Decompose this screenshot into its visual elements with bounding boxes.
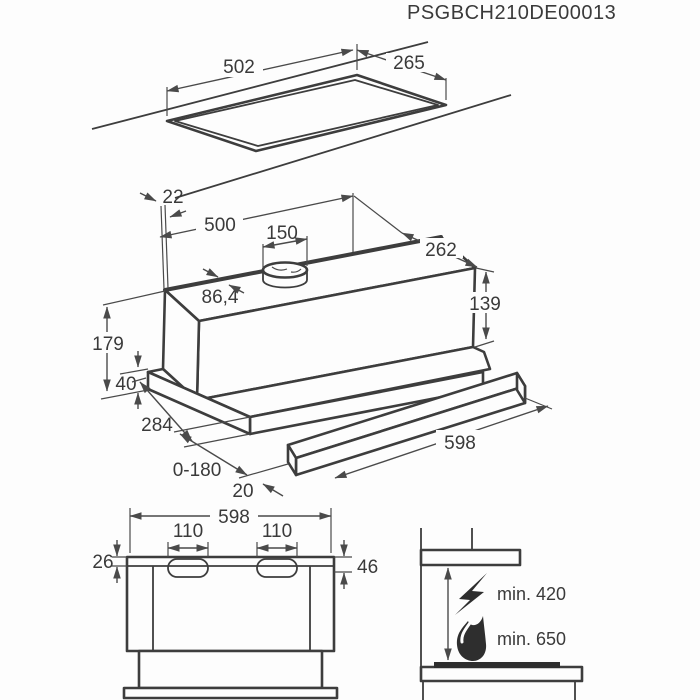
dim-duct-width: 150 bbox=[266, 223, 298, 244]
hood-telescopic-section bbox=[137, 649, 324, 690]
dim-slot-right: 110 bbox=[262, 521, 292, 542]
dim-rail-depth: 284 bbox=[141, 415, 173, 436]
vent-slot-left bbox=[167, 558, 209, 578]
isometric-view: 22 500 150 86,4 262 139 179 bbox=[91, 187, 553, 502]
visor-right-cap bbox=[515, 371, 527, 405]
cooktop-profile bbox=[434, 662, 560, 668]
visor-left-cap bbox=[286, 443, 298, 477]
dim-slot-left: 110 bbox=[173, 521, 203, 542]
counter-profile bbox=[419, 665, 584, 683]
dim-duct-offset: 86,4 bbox=[202, 287, 239, 308]
electric-clearance-label: min. 420 bbox=[497, 584, 566, 604]
front-elevation-view: 598 110 110 26 46 bbox=[92, 505, 378, 700]
dim-rail-height: 40 bbox=[115, 374, 136, 395]
hood-back-edge bbox=[163, 235, 443, 292]
cutout-outline-inner bbox=[174, 79, 439, 147]
dim-visor-width: 598 bbox=[444, 433, 476, 454]
dim-body-width: 500 bbox=[204, 215, 236, 236]
hood-side-profile bbox=[419, 548, 522, 567]
gas-clearance-label: min. 650 bbox=[497, 629, 566, 649]
top-cutout-view: 502 265 bbox=[91, 41, 512, 199]
dim-pullout-range: 0-180 bbox=[173, 460, 222, 481]
dim-cutout-width: 502 bbox=[223, 57, 255, 78]
dim-front-band: 46 bbox=[357, 557, 378, 578]
flame-icon bbox=[456, 616, 487, 661]
model-code: PSGBCH210DE00013 bbox=[407, 2, 616, 24]
dim-wall-gap: 22 bbox=[162, 187, 183, 208]
hood-front-body bbox=[125, 555, 336, 653]
dim-visor-lip: 20 bbox=[232, 481, 253, 502]
dim-front-width: 598 bbox=[218, 507, 250, 528]
dim-body-depth: 262 bbox=[425, 240, 457, 261]
hood-visor-strip bbox=[122, 686, 339, 700]
clearance-diagram: min. 420 min. 650 bbox=[419, 528, 584, 700]
dim-body-height: 139 bbox=[469, 294, 501, 315]
dim-total-height: 179 bbox=[92, 334, 124, 355]
counter-edge-line-front bbox=[174, 94, 512, 199]
vent-slot-right bbox=[256, 558, 298, 578]
duct-outlet bbox=[261, 261, 309, 289]
dim-top-band: 26 bbox=[92, 552, 113, 573]
lightning-icon bbox=[455, 573, 487, 615]
counter-legs bbox=[422, 681, 576, 700]
dim-cutout-depth: 265 bbox=[393, 53, 425, 74]
